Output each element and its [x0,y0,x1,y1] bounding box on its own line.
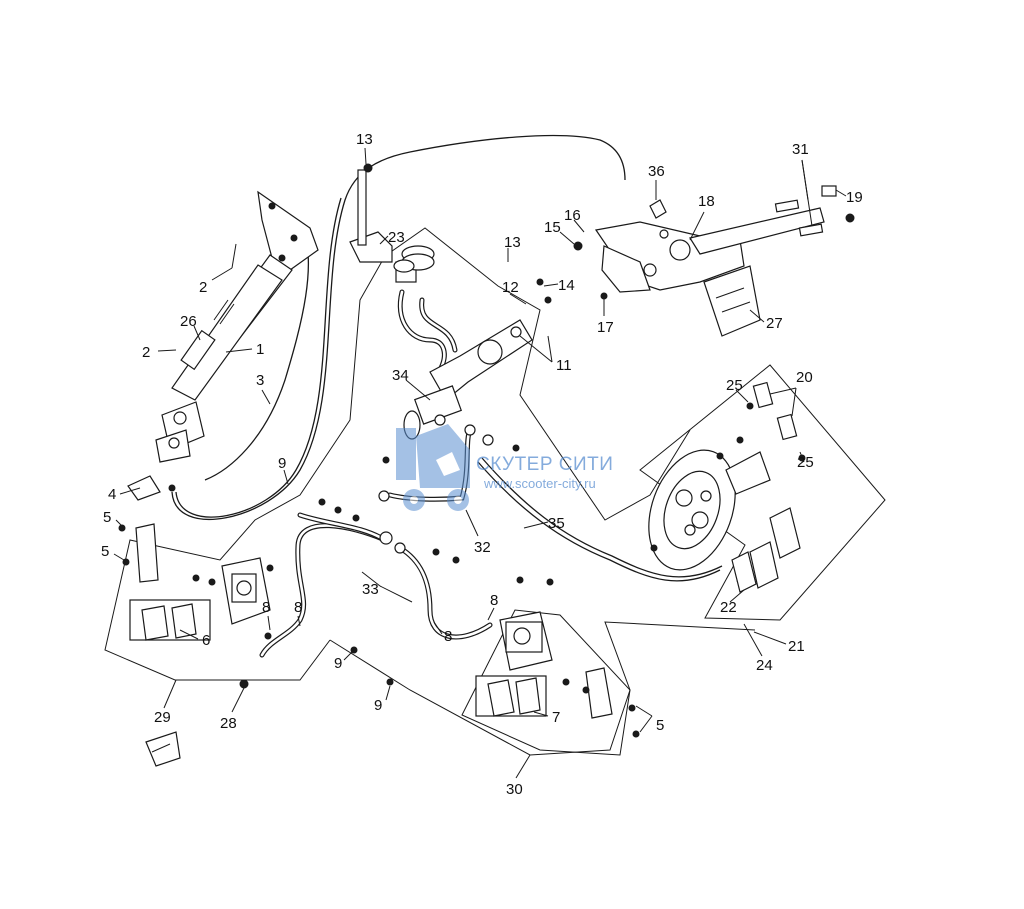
group-outline-master [384,227,691,521]
callout-5: 5 [103,509,111,526]
junction-fittings [318,424,520,564]
hose-35-inner [481,457,723,578]
callout-15: 15 [544,219,561,236]
callout-25: 25 [797,454,814,471]
left-brake-arm [155,190,319,463]
callout-7: 7 [552,709,560,726]
callout-2: 2 [142,344,150,361]
watermark-title: СКУТЕР СИТИ [476,454,613,475]
group-outline-left [104,255,386,681]
callout-1: 1 [256,341,264,358]
front-caliper-left [118,523,274,767]
callout-26: 26 [180,313,197,330]
callout-12: 12 [502,279,519,296]
hose-master-a-in [399,290,446,372]
callout-9: 9 [278,455,286,472]
group-outline-disc [639,364,886,621]
callout-33: 33 [362,581,379,598]
right-lever-assembly-18 [573,185,855,337]
callout-13: 13 [504,234,521,251]
callout-8: 8 [262,599,270,616]
hose-33-right [397,545,493,640]
callout-13: 13 [356,131,373,148]
bracket-4 [127,475,176,501]
callout-23: 23 [388,229,405,246]
callout-30: 30 [506,781,523,798]
callout-28: 28 [220,715,237,732]
callout-9: 9 [374,697,382,714]
callout-6: 6 [202,632,210,649]
callout-31: 31 [792,141,809,158]
callout-35: 35 [548,515,565,532]
callout-20: 20 [796,369,813,386]
watermark-url: www.scooter-city.ru [483,476,596,491]
leader-lines [113,147,847,779]
watermark-logo-icon [396,424,470,511]
hose-33-right-in [398,546,492,639]
callout-36: 36 [648,163,665,180]
callout-27: 27 [766,315,783,332]
master-cylinder-34 [403,278,552,440]
callout-34: 34 [392,367,409,384]
watermark: СКУТЕР СИТИ www.scooter-city.ru [396,424,613,511]
callout-8: 8 [490,592,498,609]
bolts-20-25 [746,381,806,462]
callout-2: 2 [199,279,207,296]
callout-5: 5 [101,543,109,560]
callout-5: 5 [656,717,664,734]
callout-11: 11 [556,357,572,374]
hose-master-b-in [420,298,457,352]
callout-24: 24 [756,657,773,674]
reservoir-23 [349,163,435,283]
cable-top [171,134,626,521]
callout-14: 14 [558,277,575,294]
callout-19: 19 [846,189,863,206]
callout-9: 9 [334,655,342,672]
rear-caliper [350,576,640,738]
callout-4: 4 [108,486,116,503]
callout-32: 32 [474,539,491,556]
callout-8: 8 [294,599,302,616]
brake-hoses [259,289,493,658]
callout-17: 17 [597,319,614,336]
brake-disc-assembly [648,436,771,584]
callout-29: 29 [154,709,171,726]
callout-labels: 1 2 2 3 4 5 5 5 6 7 8 8 8 8 9 9 9 11 12 … [101,131,863,798]
brake-pads-22 [731,507,801,593]
callout-3: 3 [256,372,264,389]
cables [171,134,723,582]
callout-18: 18 [698,193,715,210]
callout-22: 22 [720,599,737,616]
cable-3 [204,221,310,481]
hose-front-caliper-in [298,513,387,542]
group-outlines [104,227,886,756]
cable-top-inner [175,197,342,518]
callout-21: 21 [788,638,805,655]
callout-25: 25 [726,377,743,394]
hose-35 [477,461,721,582]
group-outline-lower [329,621,756,756]
callout-16: 16 [564,207,581,224]
callout-8: 8 [444,628,452,645]
